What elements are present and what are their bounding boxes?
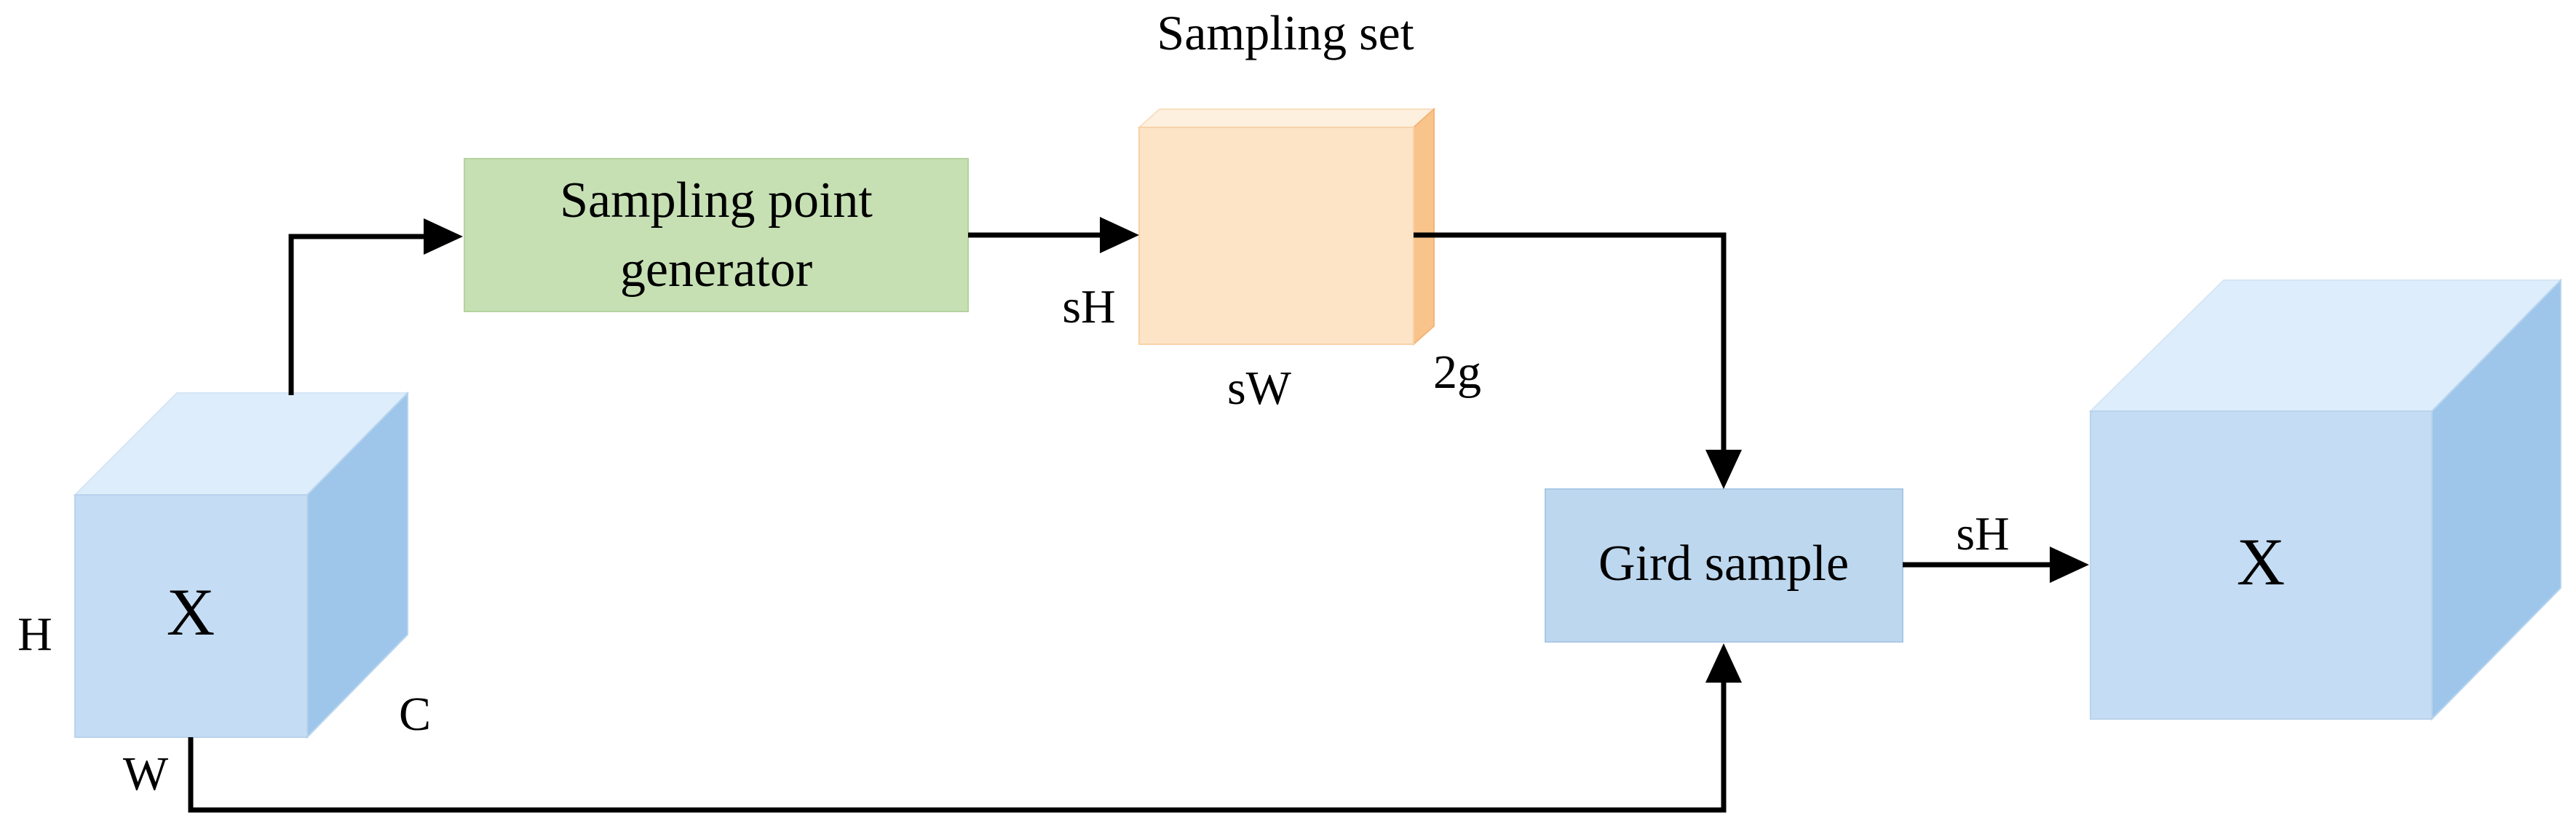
grid-sample-label: Gird sample — [1598, 536, 1849, 592]
sampling-point-generator-box: Sampling point generator — [464, 158, 969, 312]
sampling-width-label: sW — [1227, 362, 1292, 415]
sampling-depth-label: 2g — [1433, 346, 1481, 399]
arrowhead-right — [2050, 547, 2089, 583]
input-cube: X — [73, 391, 410, 739]
input-cube-front — [74, 494, 308, 738]
arrowhead-up — [1705, 643, 1742, 683]
sampling-set-front — [1138, 127, 1414, 345]
output-cube-front — [2090, 410, 2433, 720]
input-height-label: H — [17, 608, 52, 661]
sampling-set-top — [1137, 108, 1436, 128]
arrowhead-right — [424, 218, 463, 255]
sampling-set-title: Sampling set — [1157, 5, 1414, 60]
arrow-input-to-grid — [188, 671, 1727, 813]
output-arrow-label: sH — [1956, 507, 2009, 560]
input-width-label: W — [123, 747, 169, 801]
arrowhead-down — [1705, 450, 1742, 489]
input-channel-label: C — [399, 688, 431, 741]
arrowhead-right — [1100, 217, 1139, 253]
grid-sample-box: Gird sample — [1545, 488, 1903, 643]
input-cube-label: X — [167, 575, 215, 649]
arrow-sampling-set-to-grid — [1414, 232, 1727, 460]
generator-label-line1: Sampling point — [560, 172, 873, 229]
sampling-set-side — [1413, 107, 1435, 346]
output-cube-label: X — [2237, 525, 2285, 599]
generator-label-line2: generator — [620, 242, 812, 298]
arrow-input-to-generator — [288, 234, 437, 395]
output-cube: X — [2088, 278, 2563, 721]
sampling-height-label: sH — [1062, 280, 1115, 333]
arrowheads — [424, 217, 2089, 683]
sampling-set-block — [1137, 107, 1436, 346]
connectors — [188, 232, 2060, 813]
